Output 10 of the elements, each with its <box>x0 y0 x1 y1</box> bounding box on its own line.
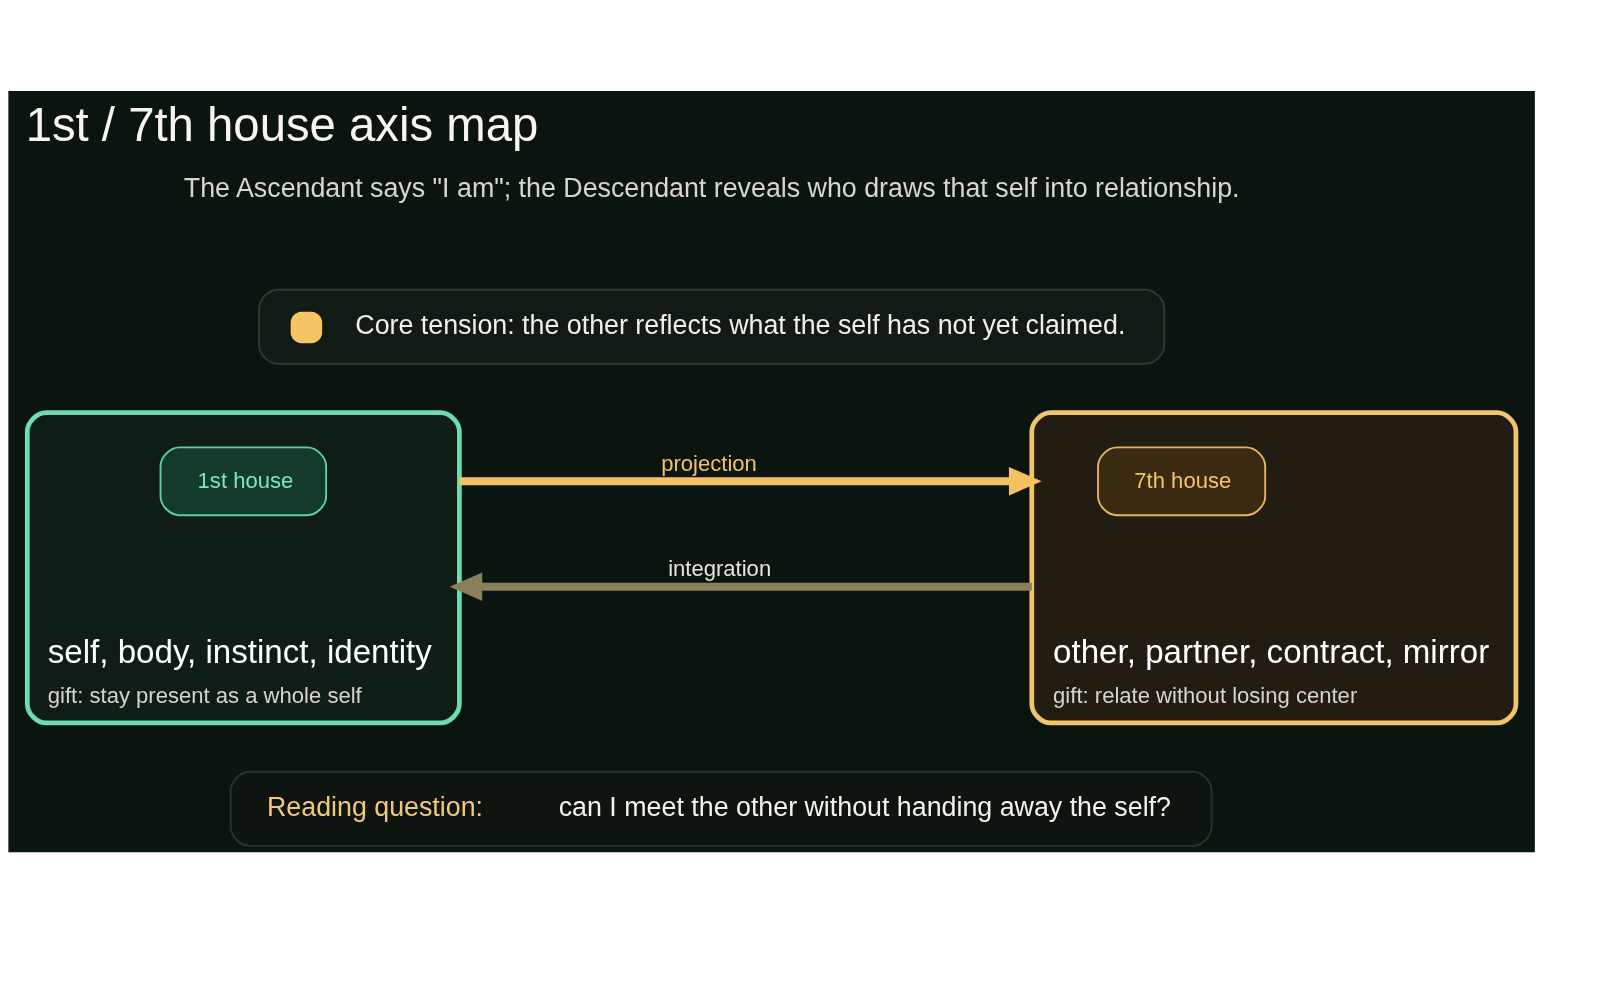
node-box: Reading question: can I meet the other without handing away the self? <box>229 770 1213 847</box>
label: The Ascendant says "I am"; the Descendant reveals who draws that self into relationship. <box>183 172 1240 203</box>
diagram-title: 1st / 7th house axis map <box>25 98 539 152</box>
arrow <box>459 467 1042 496</box>
node-box: 7th house <box>1097 446 1267 517</box>
edge-label: projection <box>661 450 757 476</box>
node-box: Core tension: the other reflects what the self has not yet claimed. <box>258 288 1166 365</box>
node-box: 1st house <box>159 446 328 517</box>
edge-label: integration <box>668 556 772 582</box>
arrow <box>449 572 1032 602</box>
